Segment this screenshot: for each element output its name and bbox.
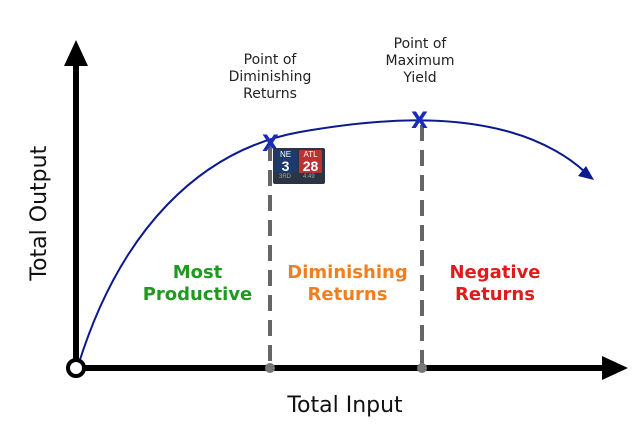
x-axis-arrowhead xyxy=(602,356,628,380)
origin-point xyxy=(66,358,86,378)
x-axis-label: Total Input xyxy=(287,393,403,418)
point-maximum-label: Point of Maximum Yield xyxy=(385,36,455,86)
point-diminishing-label: Point of Diminishing Returns xyxy=(228,52,312,102)
team1-score: 3 xyxy=(281,158,290,174)
scoreboard-overlay: NE 3 ATL 28 3RD 4:49 xyxy=(273,148,325,184)
y-axis-label: Total Output xyxy=(26,145,52,281)
game-clock: 4:49 xyxy=(303,174,315,180)
region-diminishing-returns: Diminishing Returns xyxy=(287,262,408,305)
output-curve xyxy=(77,119,586,367)
diminishing-axis-dot xyxy=(265,363,275,373)
team1-box: NE 3 xyxy=(274,150,297,173)
team1-name: NE xyxy=(279,150,292,159)
team2-box: ATL 28 xyxy=(299,150,322,173)
team2-name: ATL xyxy=(303,150,318,159)
curve-arrowhead xyxy=(578,166,594,180)
maximum-axis-dot xyxy=(417,363,427,373)
y-axis-arrowhead xyxy=(64,40,88,66)
quarter: 3RD xyxy=(279,174,292,180)
region-negative-returns: Negative Returns xyxy=(449,262,541,305)
team2-score: 28 xyxy=(302,158,319,174)
region-most-productive: Most Productive xyxy=(142,262,253,305)
maximum-x-marker: X xyxy=(411,109,428,134)
